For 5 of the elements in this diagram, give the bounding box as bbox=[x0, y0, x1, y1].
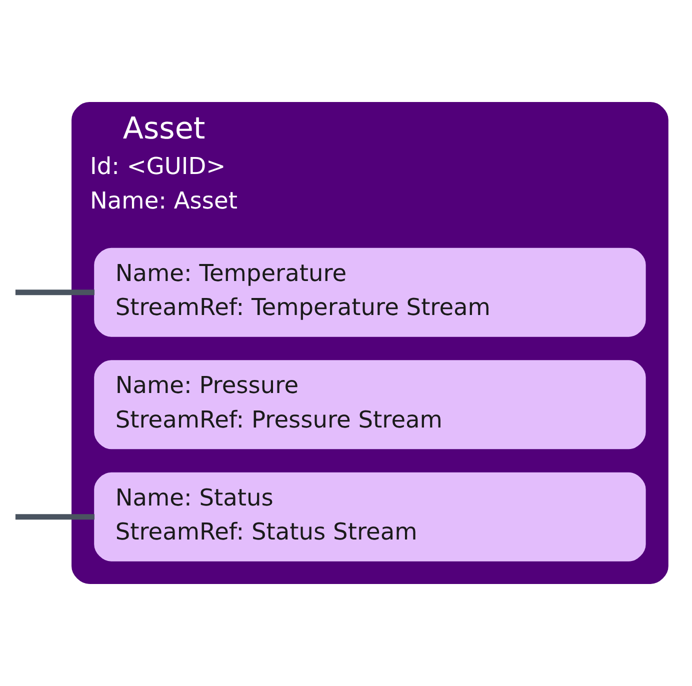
node-box: Name: Pressure StreamRef: Pressure Stream bbox=[94, 360, 646, 450]
node-box: Name: Temperature StreamRef: Temperature Stream bbox=[94, 248, 646, 337]
node-box: Name: Status StreamRef: Status Stream bbox=[94, 472, 646, 562]
connector bbox=[15, 514, 94, 520]
connector bbox=[15, 290, 94, 296]
